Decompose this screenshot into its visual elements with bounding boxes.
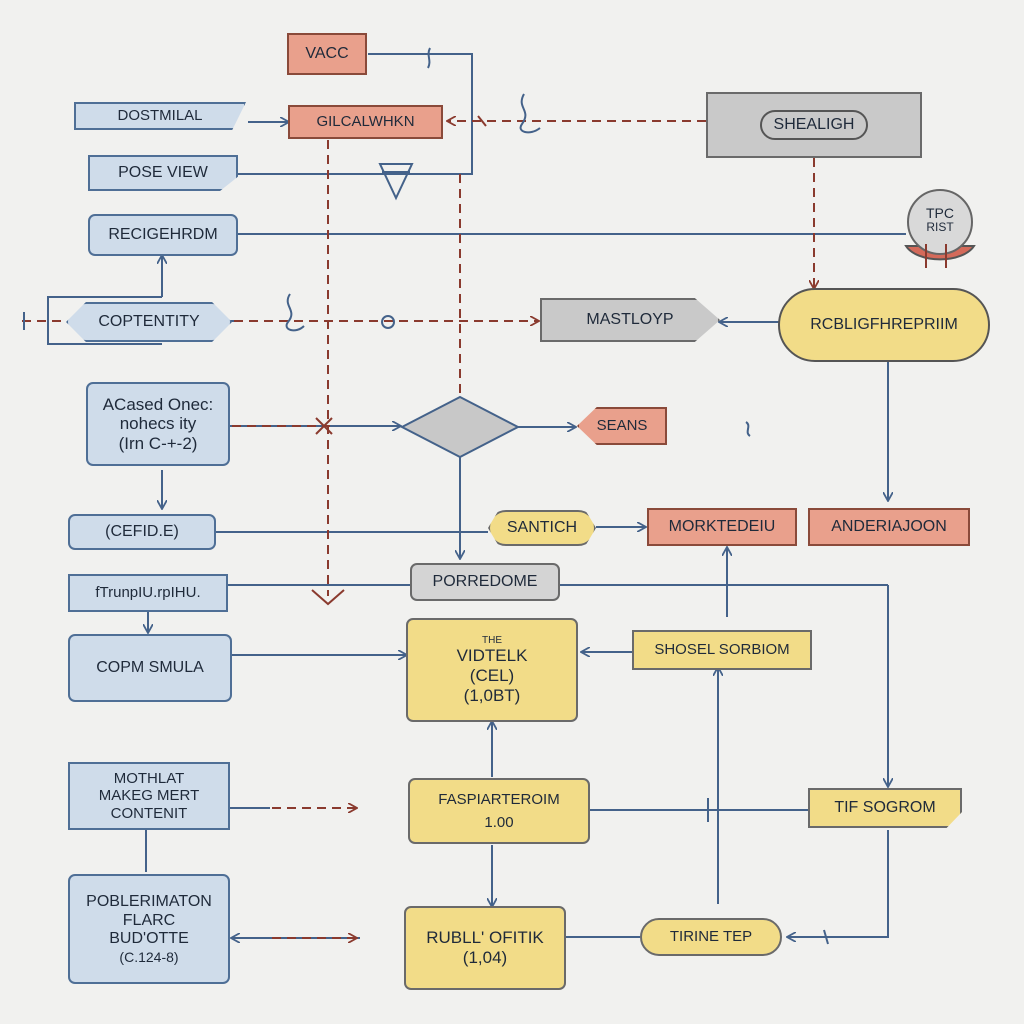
node-rublu-ofitik[interactable]: RUBLL' OFITIK (1,04) bbox=[404, 906, 566, 990]
node-vacc[interactable]: VACC bbox=[287, 33, 367, 75]
node-poblerimaton[interactable]: POBLERIMATON FLARC BUD'OTTE (C.124-8) bbox=[68, 874, 230, 984]
node-recigehrdm[interactable]: RECIGEHRDM bbox=[88, 214, 238, 256]
node-tpc[interactable]: TPC RIST bbox=[926, 205, 954, 235]
squiggle-icon bbox=[519, 93, 541, 134]
cross-mark bbox=[315, 417, 333, 435]
node-shealigh[interactable]: SHEALIGH bbox=[706, 92, 922, 158]
chevron-down-icon bbox=[311, 589, 345, 606]
node-pose-view[interactable]: POSE VIEW bbox=[88, 155, 238, 191]
node-coptentity[interactable]: COPTENTITY bbox=[66, 302, 232, 342]
node-faspiarteroim[interactable]: FASPIARTEROIM 1.00 bbox=[408, 778, 590, 844]
node-gilcalwhkn[interactable]: GILCALWHKN bbox=[288, 105, 443, 139]
funnel-icon bbox=[378, 163, 414, 201]
node-santich[interactable]: SANTICH bbox=[488, 510, 596, 546]
decision-diamond bbox=[399, 395, 521, 459]
node-trunpiu[interactable]: fTrunpIU.rpIHU. bbox=[68, 574, 228, 612]
node-mothlat[interactable]: MOTHLAT MAKEG MERT CONTENIT bbox=[68, 762, 230, 830]
node-cefid[interactable]: (CEFID.E) bbox=[68, 514, 216, 550]
node-copm-smula[interactable]: COPM SMULA bbox=[68, 634, 232, 702]
node-vidtelk[interactable]: THE VIDTELK (CEL) (1,0BT) bbox=[406, 618, 578, 722]
node-morktedeiu[interactable]: MORKTEDEIU bbox=[647, 508, 797, 546]
node-dot bbox=[381, 315, 395, 329]
node-tirine-tep[interactable]: TIRINE TEP bbox=[640, 918, 782, 956]
node-mastloyp[interactable]: MASTLOYP bbox=[540, 298, 720, 342]
node-acased-onec[interactable]: ACased Onec: nohecs ity (Irn C-+-2) bbox=[86, 382, 230, 466]
node-tif-sogrom[interactable]: TIF SOGROM bbox=[808, 788, 962, 828]
node-anderiajoon[interactable]: ANDERIAJOON bbox=[808, 508, 970, 546]
node-dostmilal[interactable]: DOSTMILAL bbox=[74, 102, 246, 130]
node-porredome[interactable]: PORREDOME bbox=[410, 563, 560, 601]
node-seans[interactable]: SEANS bbox=[577, 407, 667, 445]
squiggle-icon bbox=[285, 293, 305, 332]
node-rcbligfhrepriim[interactable]: RCBLIGFHREPRIIM bbox=[778, 288, 990, 362]
node-shosel-sorbiom[interactable]: SHOSEL SORBIOM bbox=[632, 630, 812, 670]
shealigh-label-pill: SHEALIGH bbox=[759, 109, 869, 141]
